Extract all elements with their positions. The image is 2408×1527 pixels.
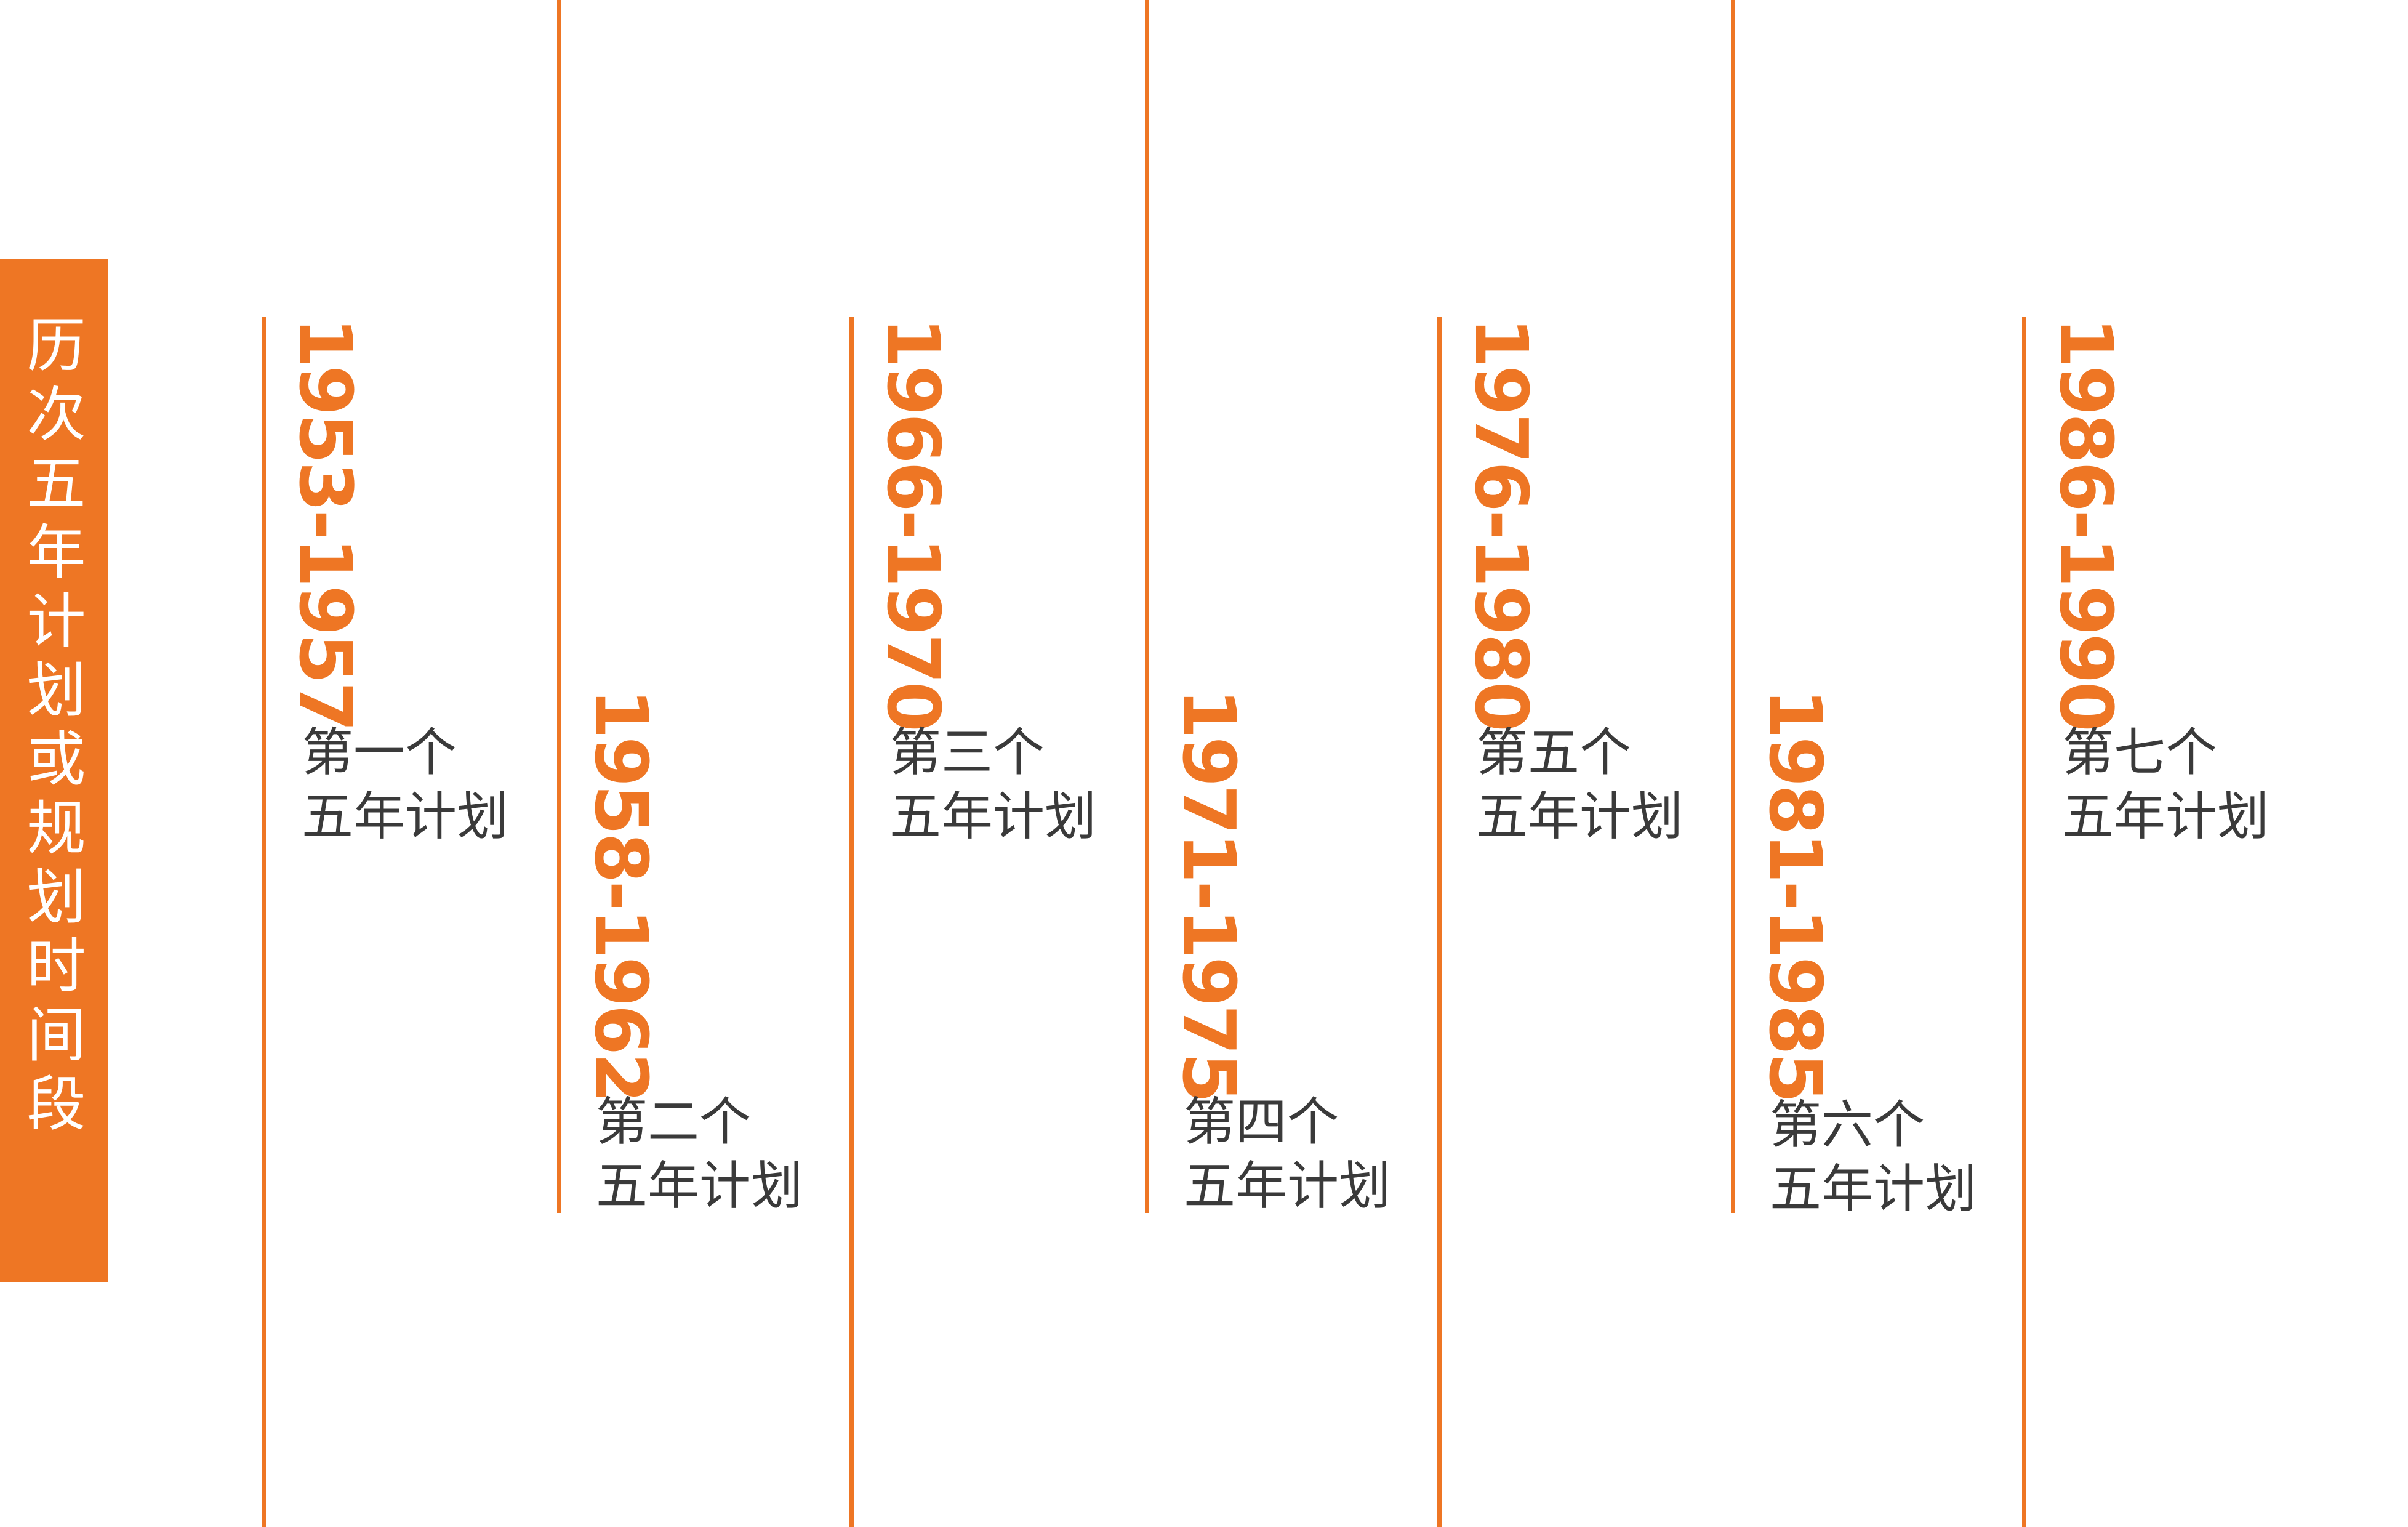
timeline-line-7 — [2022, 317, 2026, 1527]
plan-4-label-line1: 第四个 — [1184, 1092, 1339, 1152]
plan-6-label-line2: 五年计划 — [1770, 1159, 1977, 1219]
plan-3-label: 第三个 五年计划 — [889, 720, 1096, 848]
plan-7-label-line1: 第七个 — [2062, 722, 2218, 783]
plan-6-label-line1: 第六个 — [1770, 1095, 1925, 1155]
plan-3-label-line1: 第三个 — [889, 722, 1045, 783]
timeline-line-4 — [1145, 0, 1149, 1213]
plan-4-label-line2: 五年计划 — [1184, 1156, 1391, 1216]
plan-5-label-line2: 五年计划 — [1476, 786, 1684, 847]
plan-3-label-line2: 五年计划 — [889, 786, 1097, 847]
title-banner — [0, 259, 108, 1282]
timeline-line-6 — [1731, 0, 1735, 1213]
plan-4-years: 1971-1975 — [1166, 688, 1251, 1101]
plan-1-label: 第一个 五年计划 — [302, 720, 508, 848]
plan-2-label: 第二个 五年计划 — [596, 1090, 803, 1218]
plan-5-label-line1: 第五个 — [1476, 722, 1632, 783]
plan-1-label-line1: 第一个 — [302, 722, 457, 783]
plan-1-years: 1953-1957 — [283, 317, 368, 730]
plan-7-label-line2: 五年计划 — [2062, 786, 2270, 847]
plan-7-label: 第七个 五年计划 — [2062, 720, 2269, 848]
plan-6-label: 第六个 五年计划 — [1770, 1093, 1977, 1221]
timeline-line-2 — [557, 0, 561, 1213]
plan-6-years: 1981-1985 — [1753, 688, 1838, 1101]
timeline-line-3 — [849, 317, 854, 1527]
plan-1-label-line2: 五年计划 — [302, 786, 509, 847]
plan-7-years: 1986-1990 — [2044, 317, 2129, 730]
plan-5-label: 第五个 五年计划 — [1476, 720, 1683, 848]
plan-2-years: 1958-1962 — [579, 688, 664, 1101]
page-title-container: 历次五年计划或规划时间段 — [0, 314, 108, 1275]
timeline-line-5 — [1437, 317, 1442, 1527]
timeline-line-1 — [262, 317, 266, 1527]
page-title: 历次五年计划或规划时间段 — [17, 314, 86, 1142]
plan-4-label: 第四个 五年计划 — [1184, 1090, 1391, 1218]
plan-2-label-line1: 第二个 — [596, 1092, 752, 1152]
plan-2-label-line2: 五年计划 — [596, 1156, 803, 1216]
plan-5-years: 1976-1980 — [1459, 317, 1544, 730]
plan-3-years: 1966-1970 — [871, 317, 956, 730]
